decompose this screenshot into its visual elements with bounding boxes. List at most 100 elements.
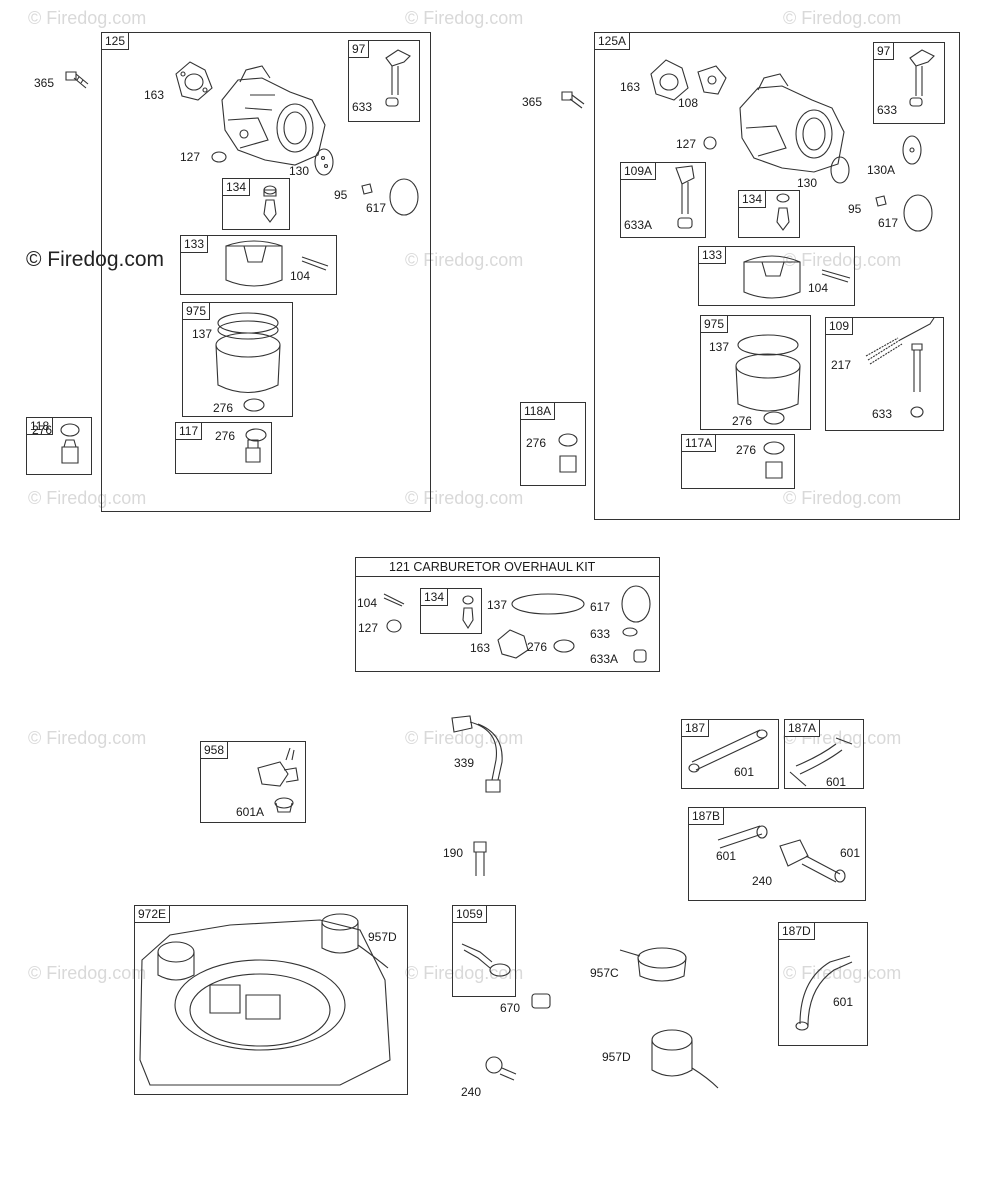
group-975-frame <box>700 315 811 430</box>
bowl-137-icon <box>216 313 280 393</box>
part-label: 137 <box>192 327 213 341</box>
part-label: 617 <box>590 600 611 614</box>
filter-240-icon <box>486 1057 516 1080</box>
plate-108-icon <box>698 66 726 94</box>
screw-95-icon <box>876 196 886 206</box>
part-label: 957D <box>368 930 397 944</box>
group-975-tag: 975 <box>182 302 211 320</box>
part-label: 276 <box>526 436 547 450</box>
part-label: 633 <box>352 100 373 114</box>
group-125-tag: 125 <box>101 32 130 50</box>
part-label: 276 <box>527 640 548 654</box>
gasket-163-icon <box>651 60 688 100</box>
part-label: 365 <box>522 95 543 109</box>
part-label: 240 <box>461 1085 482 1099</box>
bowl-137-icon <box>736 335 800 411</box>
jet-134-icon <box>463 596 473 628</box>
gasket-163-icon <box>176 62 212 100</box>
bowl-nut-118-icon <box>62 440 78 463</box>
carburetor-125-icon <box>222 66 325 165</box>
group-97-frame <box>348 40 420 122</box>
group-97-tag: 97 <box>873 42 895 60</box>
part-label: 240 <box>752 874 773 888</box>
group-125-frame <box>101 32 431 512</box>
group-117-frame <box>175 422 272 474</box>
group-118-frame <box>26 417 92 475</box>
part-label: 957C <box>590 966 619 980</box>
part-label: 130 <box>797 176 818 190</box>
kit-134-frame <box>420 588 482 634</box>
fitting-190-icon <box>474 842 486 876</box>
group-117a-frame <box>681 434 795 489</box>
float-valve-109a-icon <box>676 166 694 228</box>
group-972e-tag: 972E <box>134 905 171 923</box>
fuel-line-339-icon <box>452 716 502 792</box>
part-label: 104 <box>808 281 829 295</box>
watermark: © Firedog.com <box>783 488 902 508</box>
bowl-nut-118a-icon <box>560 456 576 472</box>
float-valve-97-icon <box>910 50 934 106</box>
group-125a-frame <box>594 32 960 520</box>
kit-134-tag: 134 <box>420 588 449 606</box>
washer-276-icon <box>61 424 79 436</box>
kit-title: 121 CARBURETOR OVERHAUL KIT <box>389 560 596 574</box>
group-109a-frame <box>620 162 706 238</box>
part-label: 137 <box>487 598 508 612</box>
group-187b-tag: 187B <box>688 807 725 825</box>
group-133-frame <box>180 235 337 295</box>
pin-104-icon <box>302 257 328 270</box>
washer-633-icon <box>623 628 637 636</box>
jet-134-icon <box>264 186 276 222</box>
group-975-tag: 975 <box>700 315 729 333</box>
part-label: 601 <box>833 995 854 1009</box>
part-label: 276 <box>736 443 757 457</box>
part-label: 633 <box>590 627 611 641</box>
part-label: 601 <box>840 846 861 860</box>
watermark: © Firedog.com <box>28 488 147 508</box>
governor-109-icon <box>866 318 934 417</box>
watermark: © Firedog.com <box>405 488 524 508</box>
part-label: 617 <box>366 201 387 215</box>
part-label: 95 <box>848 202 862 216</box>
plate-130-icon <box>831 157 849 183</box>
watermark: © Firedog.com <box>405 8 524 28</box>
ring-127-icon <box>704 137 716 149</box>
group-958-frame <box>200 741 306 823</box>
part-label: 127 <box>358 621 379 635</box>
watermark: © Firedog.com <box>783 8 902 28</box>
group-975-frame <box>182 302 293 417</box>
fuel-line-187-icon <box>689 730 767 772</box>
part-label: 670 <box>500 1001 521 1015</box>
part-label: 104 <box>357 596 378 610</box>
pin-104-icon <box>822 270 850 282</box>
part-label: 276 <box>732 414 753 428</box>
screw-365-icon <box>66 72 88 88</box>
kit-title-divider <box>355 557 660 577</box>
part-label: 127 <box>676 137 697 151</box>
group-187d-tag: 187D <box>778 922 815 940</box>
group-134-tag: 134 <box>222 178 251 196</box>
pin-104-icon <box>384 594 404 606</box>
washer-276-icon <box>764 442 784 454</box>
group-187-frame <box>681 719 779 789</box>
part-label: 617 <box>878 216 899 230</box>
group-972e-frame <box>134 905 408 1095</box>
group-97-frame <box>873 42 945 124</box>
fuel-line-187a-icon <box>790 738 852 786</box>
plate-130-icon <box>315 149 333 175</box>
fuel-tank-972e-icon <box>140 920 390 1085</box>
part-label: 127 <box>180 150 201 164</box>
float-133-icon <box>226 241 282 286</box>
part-label: 130A <box>867 163 896 177</box>
jet-134-icon <box>777 194 789 230</box>
o-ring-617-icon <box>390 179 418 215</box>
part-label: 163 <box>620 80 641 94</box>
screw-95-icon <box>362 184 372 194</box>
float-133-icon <box>744 256 800 298</box>
gasket-163-icon <box>498 630 528 658</box>
group-118-tag: 118 <box>26 417 54 435</box>
part-label: 633 <box>877 103 898 117</box>
bowl-nut-117a-icon <box>766 462 782 478</box>
part-label: 163 <box>470 641 491 655</box>
group-133-tag: 133 <box>180 235 209 253</box>
